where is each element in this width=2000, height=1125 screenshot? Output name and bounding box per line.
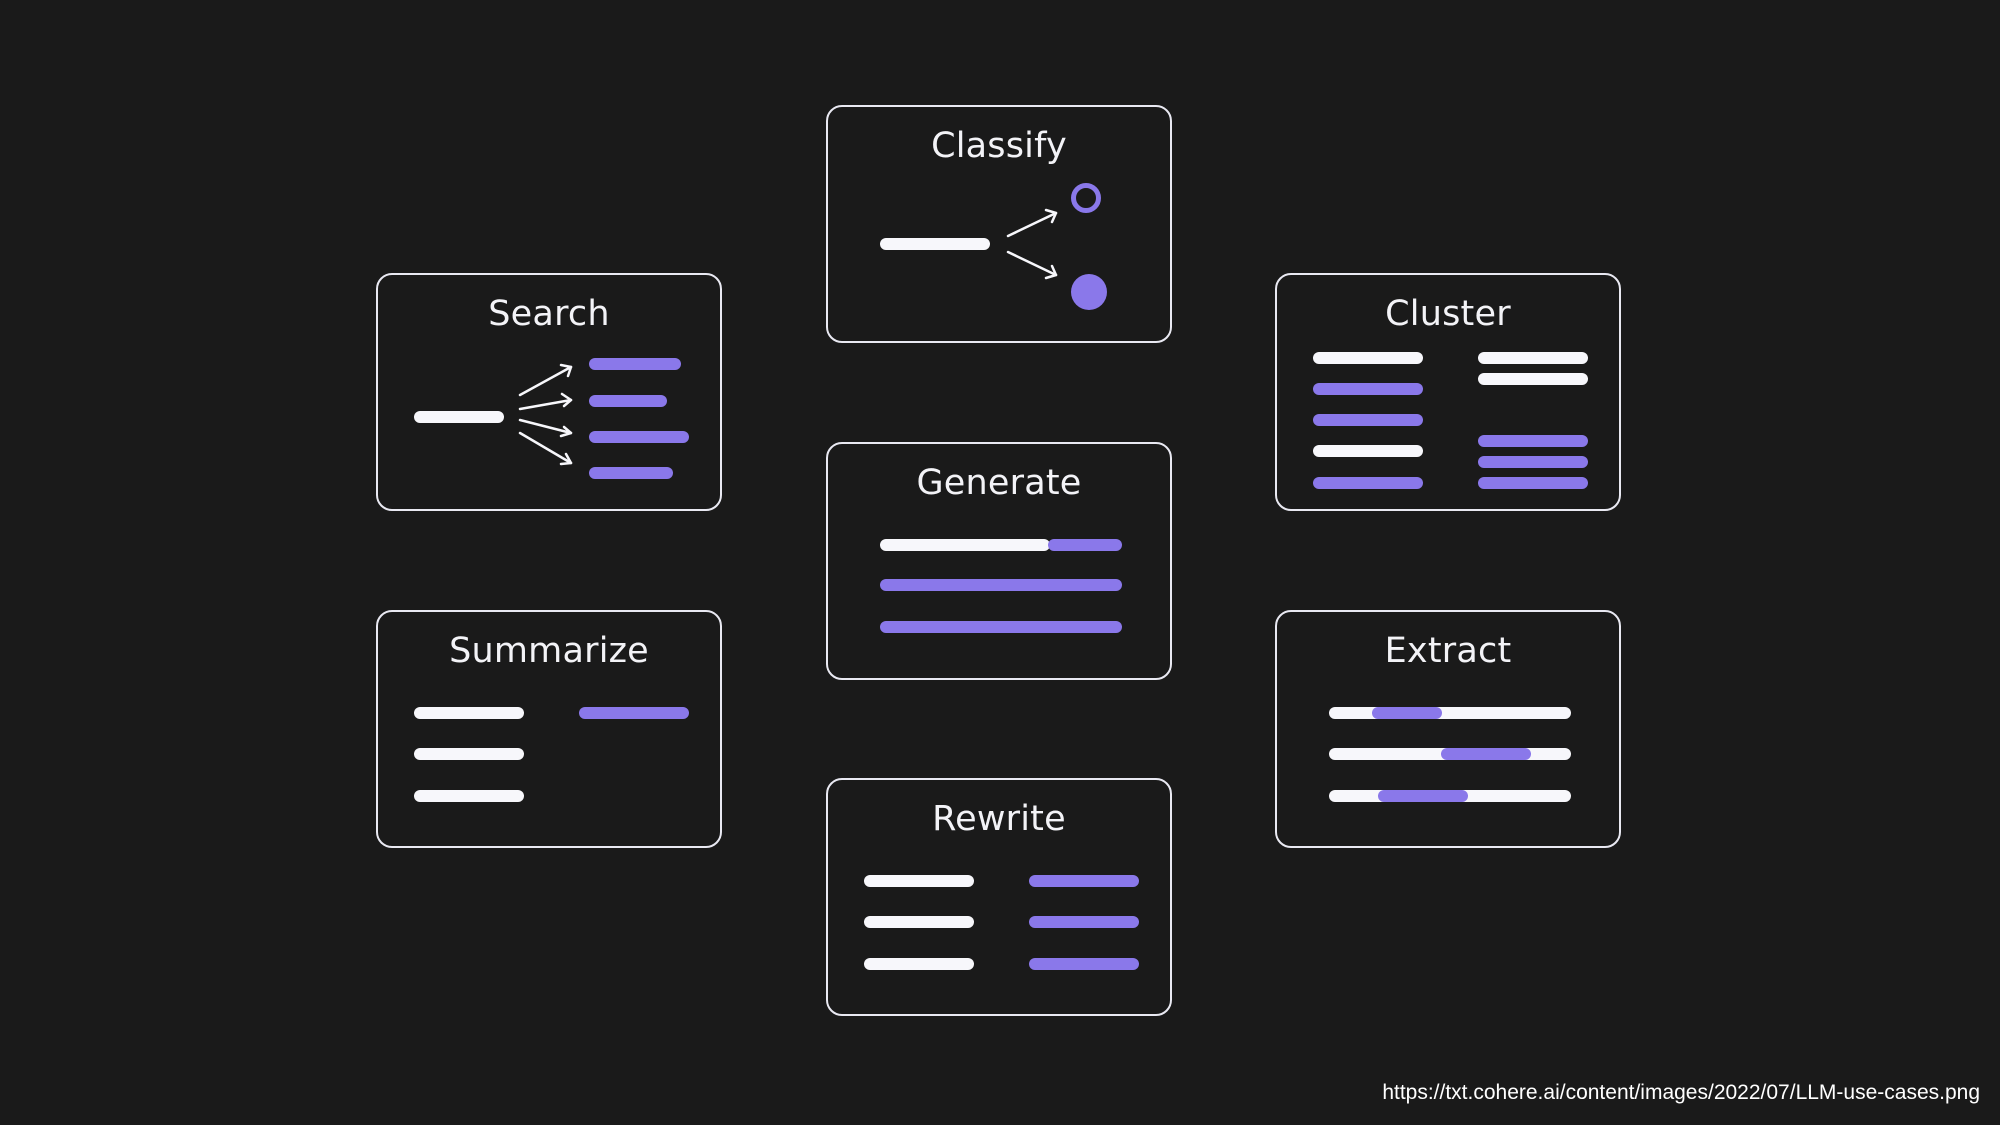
card-title-summarize: Summarize [449, 631, 649, 671]
rewrite-output-line [1029, 875, 1139, 887]
generate-card: Generate [826, 442, 1172, 680]
rewrite-output-line [1029, 958, 1139, 970]
extract-highlight [1372, 707, 1442, 719]
card-title-extract: Extract [1384, 631, 1512, 671]
cluster-line [1313, 383, 1423, 395]
classify-card: Classify [826, 105, 1172, 343]
cluster-line [1313, 445, 1423, 457]
summarize-summary-line [579, 707, 689, 719]
summarize-source-line [414, 748, 524, 760]
card-title-generate: Generate [916, 463, 1082, 503]
extract-highlight [1378, 790, 1468, 802]
cluster-line [1313, 414, 1423, 426]
filled-circle-icon [1071, 274, 1107, 310]
cluster-line [1478, 373, 1588, 385]
rewrite-source-line [864, 875, 974, 887]
empty-circle-icon [1071, 183, 1101, 213]
search-arrows-icon [518, 363, 573, 466]
cluster-line [1478, 435, 1588, 447]
classify-input-line [880, 238, 990, 250]
card-title-classify: Classify [931, 126, 1067, 166]
cluster-card: Cluster [1275, 273, 1621, 511]
summarize-source-line [414, 790, 524, 802]
extract-highlight [1441, 748, 1531, 760]
search-card: Search [376, 273, 722, 511]
source-url: https://txt.cohere.ai/content/images/202… [1382, 1081, 1980, 1104]
rewrite-source-line [864, 958, 974, 970]
card-title-search: Search [488, 294, 610, 334]
rewrite-card: Rewrite [826, 778, 1172, 1016]
extract-text-line [1329, 707, 1571, 719]
generate-output-line [880, 579, 1122, 591]
extract-card: Extract [1275, 610, 1621, 848]
cluster-line [1313, 352, 1423, 364]
cluster-line [1313, 477, 1423, 489]
rewrite-output-line [1029, 916, 1139, 928]
search-result-line [589, 467, 673, 479]
card-title-rewrite: Rewrite [932, 799, 1066, 839]
generate-seed-line [880, 539, 1050, 551]
search-query-line [414, 411, 504, 423]
cluster-line [1478, 352, 1588, 364]
summarize-card: Summarize [376, 610, 722, 848]
classify-arrows-icon [1006, 208, 1058, 280]
generate-continuation-line [1048, 539, 1122, 551]
cluster-line [1478, 477, 1588, 489]
search-result-line [589, 358, 681, 370]
search-result-line [589, 395, 667, 407]
summarize-source-line [414, 707, 524, 719]
cluster-line [1478, 456, 1588, 468]
generate-output-line [880, 621, 1122, 633]
search-result-line [589, 431, 689, 443]
rewrite-source-line [864, 916, 974, 928]
card-title-cluster: Cluster [1385, 294, 1511, 334]
